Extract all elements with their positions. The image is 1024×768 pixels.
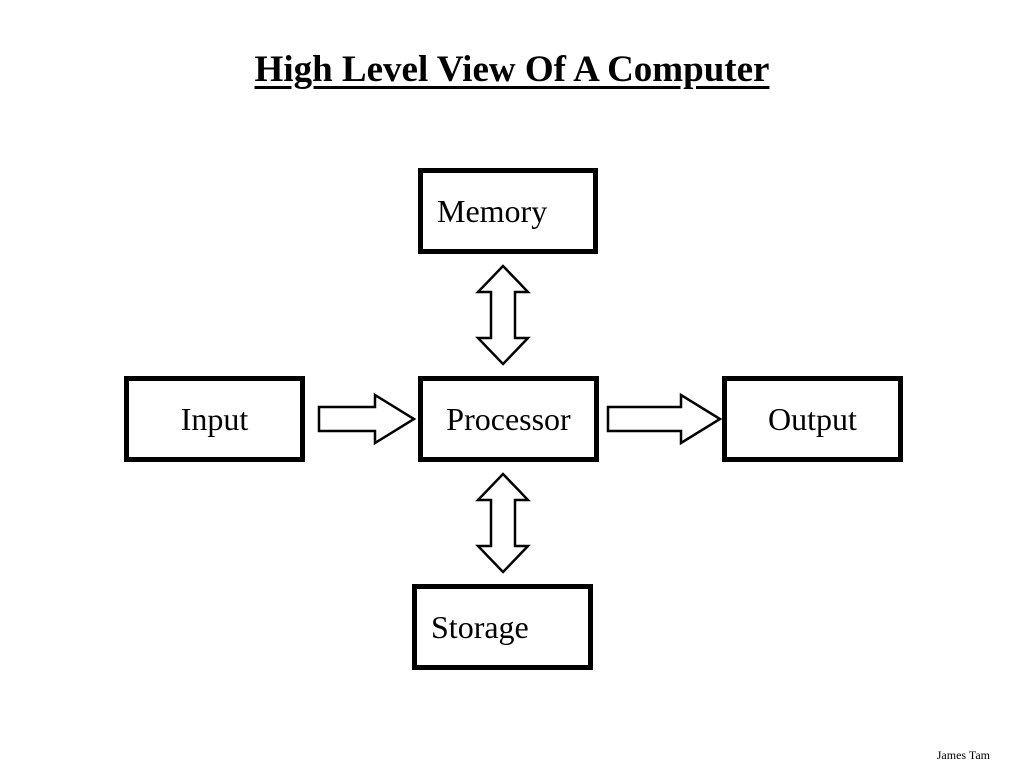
processor-box: Processor	[418, 376, 599, 462]
processor-to-output-arrow	[606, 392, 723, 446]
memory-processor-double-arrow	[475, 264, 531, 366]
input-label: Input	[180, 401, 249, 437]
processor-label: Processor	[446, 401, 571, 437]
memory-box: Memory	[418, 168, 598, 254]
storage-label: Storage	[431, 609, 529, 645]
output-label: Output	[768, 401, 857, 437]
page-title: High Level View Of A Computer	[254, 49, 770, 90]
memory-label: Memory	[437, 193, 548, 229]
processor-storage-double-arrow	[475, 472, 531, 574]
input-box: Input	[124, 376, 305, 462]
input-to-processor-arrow	[317, 392, 417, 446]
output-box: Output	[722, 376, 903, 462]
author-footer: James Tam	[936, 748, 990, 762]
storage-box: Storage	[412, 584, 593, 670]
